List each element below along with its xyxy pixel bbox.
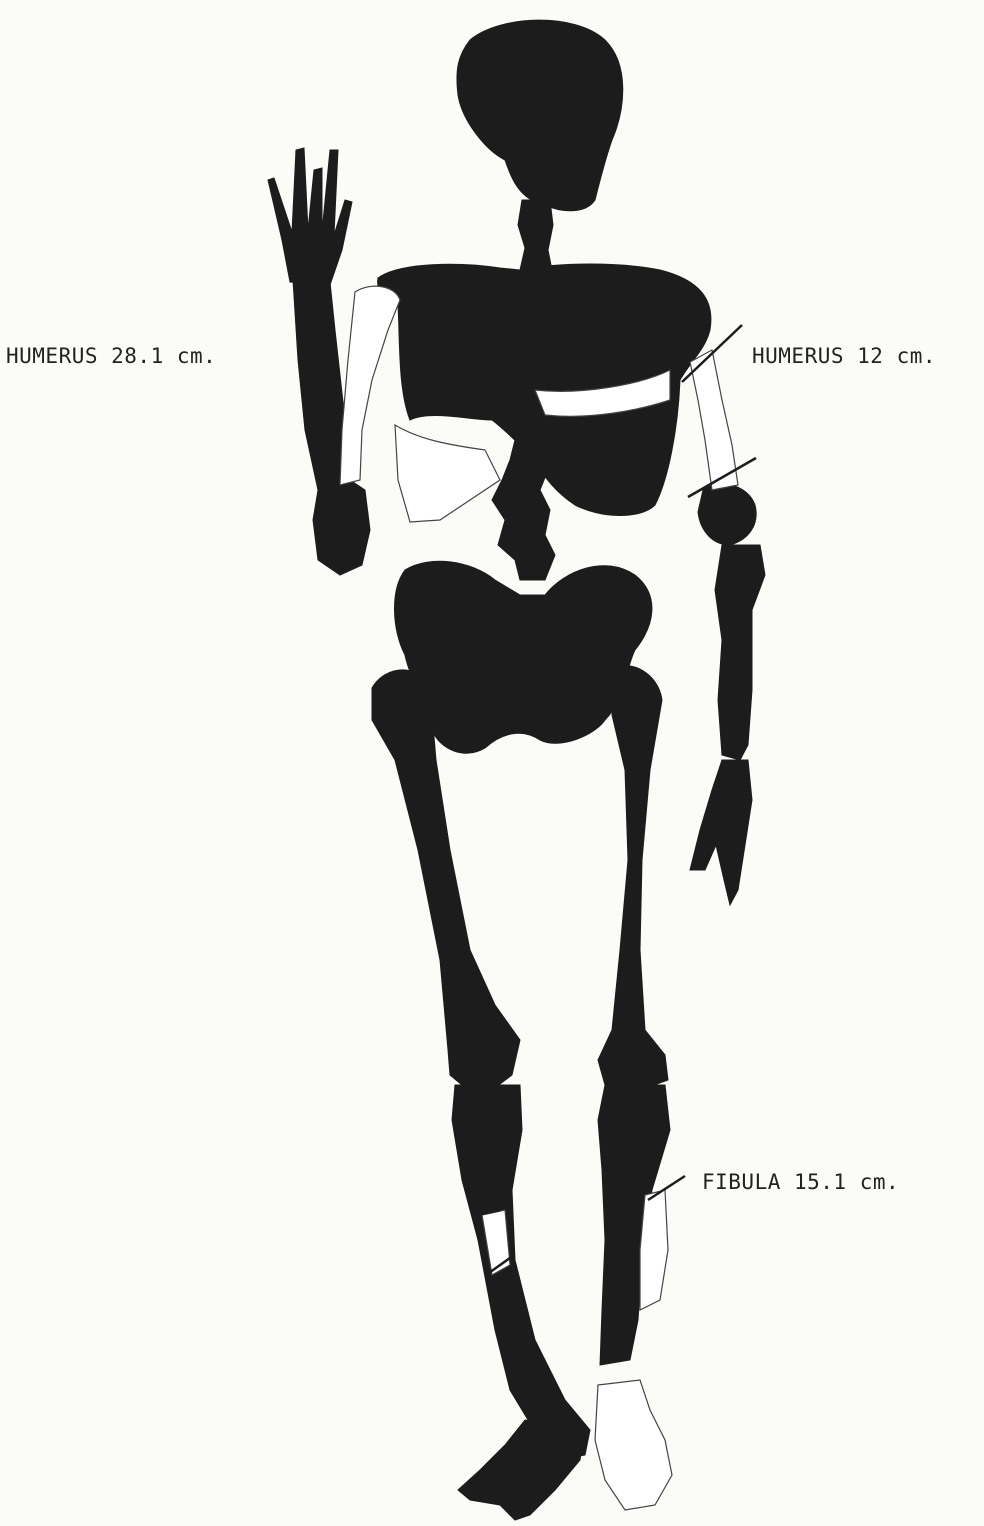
left-tibia xyxy=(452,1085,590,1460)
cervical-spine xyxy=(518,200,553,270)
left-hand xyxy=(268,148,352,285)
bones-present xyxy=(268,20,765,1520)
right-femur xyxy=(598,666,668,1090)
fibula-label: FIBULA 15.1 cm. xyxy=(702,1170,899,1194)
left-foot xyxy=(458,1420,585,1520)
right-humerus-label: HUMERUS 12 cm. xyxy=(752,344,936,368)
left-humerus-label: HUMERUS 28.1 cm. xyxy=(6,344,216,368)
skull xyxy=(457,20,623,211)
lumbar-spine xyxy=(492,440,555,580)
left-humerus-outline xyxy=(340,286,400,485)
fibula-outline xyxy=(640,1190,668,1310)
lower-ribs-outline xyxy=(395,425,500,522)
right-humerus-outline xyxy=(690,350,738,490)
right-hand xyxy=(690,760,752,905)
right-forearm xyxy=(715,545,765,760)
right-elbow xyxy=(698,484,756,545)
right-foot-outline xyxy=(595,1380,672,1510)
